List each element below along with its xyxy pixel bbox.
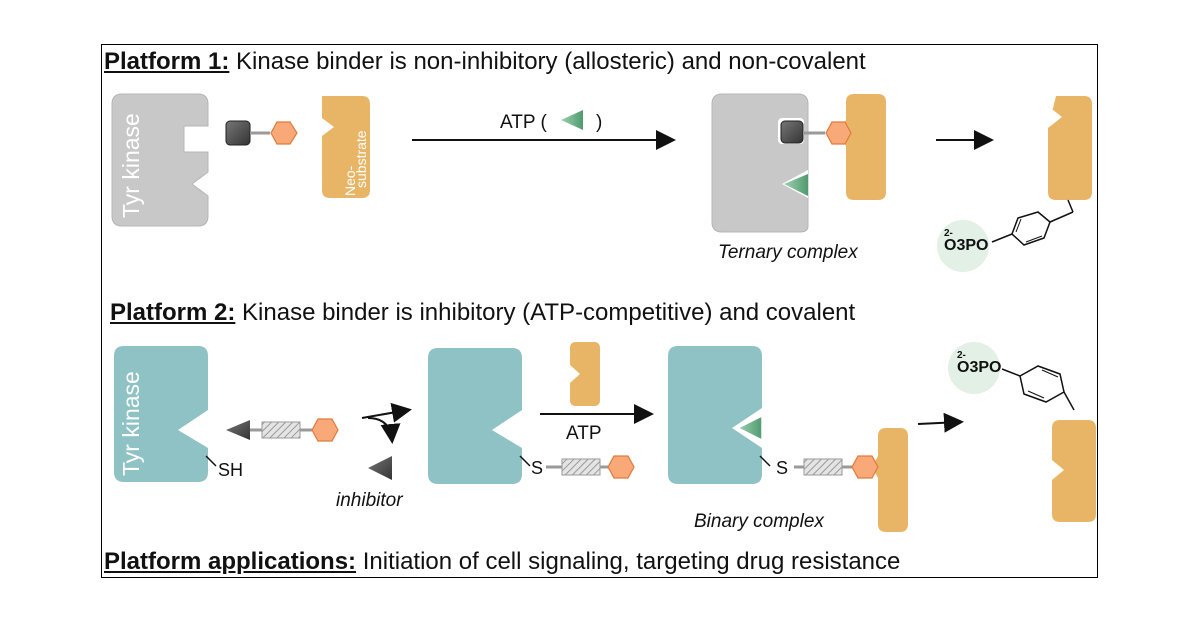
tyr-kinase-label-2: Tyr kinase [118,371,144,476]
allosteric-binder [225,120,298,146]
ternary-complex [711,93,886,233]
phospho-charge-2: 2- [957,350,966,361]
substrate-small-icon [570,342,600,406]
applications-heading: Platform applications: Initiation of cel… [104,548,900,576]
atp-arrow-label-post: ) [596,112,602,133]
binary-complex-label: Binary complex [694,511,825,532]
phosphorylated-substrate-2 [948,342,1096,522]
platform1-label: Platform 1: [104,48,230,75]
binary-complex [668,346,908,532]
neo-substrate-label-1: Neo- [342,165,358,196]
phosphorylated-substrate-1 [937,96,1092,272]
labeled-kinase [428,348,635,484]
atp-icon [561,110,583,130]
applications-description: Initiation of cell signaling, targeting … [356,548,901,575]
released-inhibitor-icon [368,456,392,480]
applications-label: Platform applications: [104,548,357,575]
s-label-2: S [776,458,788,478]
platform1-heading: Platform 1: Kinase binder is non-inhibit… [104,48,866,76]
neo-substrate [322,96,370,198]
covalent-probe [226,418,339,442]
sh-label: SH [218,460,243,480]
phospho-label-2: O3PO [957,359,1001,376]
platform2-label: Platform 2: [110,299,236,326]
tyr-kinase-label-1: Tyr kinase [118,113,144,218]
labeling-arrow [361,402,412,423]
s-label-1: S [531,458,543,478]
atp-label-2: ATP [566,423,602,444]
atp-arrow-label-pre: ATP ( [500,112,547,133]
platform1-description: Kinase binder is non-inhibitory (alloste… [229,48,866,75]
release-arrow-2 [917,412,964,433]
figure-frame [101,44,1098,578]
inhibitor-release-arrow [367,417,401,444]
platform2-description: Kinase binder is inhibitory (ATP-competi… [235,299,856,326]
tyr-kinase-teal [114,346,217,482]
phospho-charge-1: 2- [944,228,953,239]
ternary-complex-label: Ternary complex [718,242,859,263]
neo-substrate-label-2: substrate [353,130,369,188]
tyr-kinase-gray [111,93,209,227]
phospho-label-1: O3PO [944,237,988,254]
platform2-heading: Platform 2: Kinase binder is inhibitory … [110,299,855,327]
inhibitor-label: inhibitor [336,490,403,511]
